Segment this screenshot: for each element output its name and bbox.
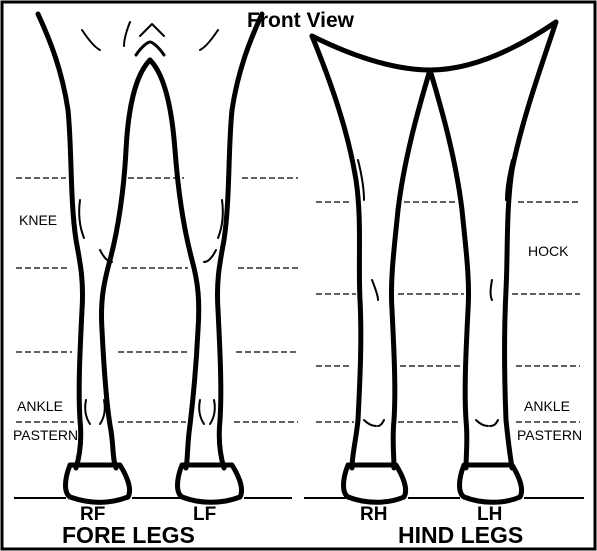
fore-knee-label: KNEE	[19, 213, 57, 227]
fore-ankle-label: ANKLE	[17, 399, 63, 413]
hind-legs-group-label: HIND LEGS	[398, 524, 523, 547]
hind-pastern-label: PASTERN	[517, 428, 582, 442]
right-hind-label: RH	[360, 505, 387, 524]
right-hind-leg	[312, 36, 430, 502]
hind-hock-label: HOCK	[528, 244, 568, 258]
hind-ankle-label: ANKLE	[524, 399, 570, 413]
diagram-title: Front View	[247, 10, 354, 31]
left-fore-label: LF	[193, 505, 216, 524]
fore-legs-group-label: FORE LEGS	[62, 524, 195, 547]
fore-pastern-label: PASTERN	[13, 428, 78, 442]
left-fore-leg	[150, 14, 262, 502]
